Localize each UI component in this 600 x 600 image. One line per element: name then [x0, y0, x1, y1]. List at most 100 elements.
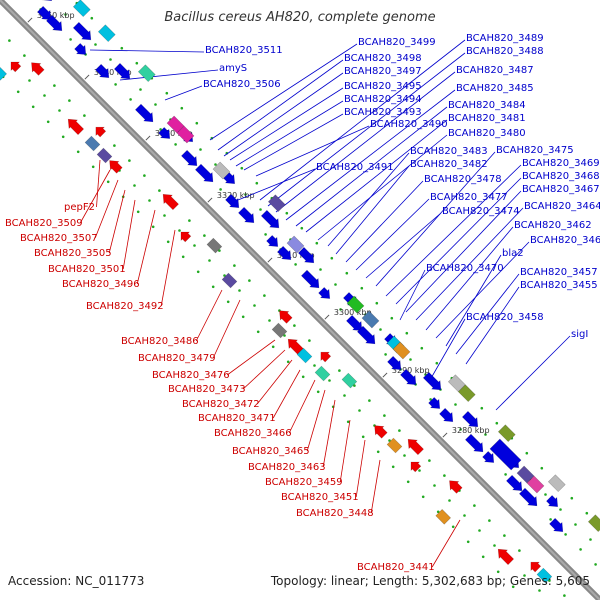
minus-special-feature [435, 509, 451, 525]
track-dot [285, 211, 289, 215]
plus-gene-arrow-shape [37, 5, 52, 20]
plus-gene-arrow [74, 42, 87, 55]
track-dot [459, 428, 462, 431]
plus-gene-label: BCAH820_3477 [430, 192, 508, 203]
track-dot [403, 454, 406, 457]
plus-gene-arrow [549, 517, 564, 532]
minus-gene-arrow [410, 461, 422, 473]
plus-gene-arrow-shape [74, 42, 87, 55]
plus-gene-arrow-shape [387, 355, 402, 370]
genome-summary-text: Topology: linear; Length: 5,302,683 bp; … [270, 574, 590, 588]
plus-gene-label: BCAH820_3506 [203, 79, 281, 90]
plus-gene-arrow [225, 193, 240, 208]
plus-gene-label: bla2 [502, 248, 524, 259]
track-dot [343, 394, 346, 397]
track-dot [240, 166, 244, 170]
scale-label: 3280 kbp [452, 426, 490, 435]
plus-gene-arrow-shape [346, 314, 363, 332]
minus-gene-label: BCAH820_3509 [5, 218, 83, 229]
track-dot [473, 504, 476, 507]
track-dot [129, 98, 132, 101]
plus-gene-arrow-shape [356, 325, 376, 345]
minus-gene-label: BCAH820_3479 [138, 353, 216, 364]
track-dot [158, 189, 161, 192]
accession-text: Accession: NC_011773 [8, 574, 145, 588]
track-dot [238, 289, 241, 292]
minus-leader-line [272, 369, 301, 419]
minus-leader-line [370, 459, 381, 514]
plus-gene-label: BCAH820_3474 [442, 206, 520, 217]
track-dot [165, 91, 169, 95]
plus-gene-arrow-shape [439, 407, 454, 422]
plus-gene-arrow [318, 286, 331, 299]
plus-leader-line [425, 226, 514, 331]
track-dot [379, 328, 382, 331]
plus-gene-arrow-shape [318, 286, 331, 299]
plus-gene-label: BCAH820_3487 [456, 65, 534, 76]
minus-special-feature [221, 272, 238, 289]
minus-special-feature-shape [84, 135, 101, 152]
track-dot [544, 493, 547, 496]
plus-gene-arrow [46, 14, 63, 32]
plus-leader-line [355, 198, 430, 271]
track-dot [376, 450, 380, 454]
track-dot [264, 233, 267, 236]
track-dot [454, 403, 457, 406]
minus-leader-line [226, 339, 276, 376]
minus-gene-arrow [320, 351, 332, 363]
minus-gene-arrow [31, 62, 45, 76]
scale-tick [84, 74, 90, 80]
plus-gene-arrow [400, 368, 417, 386]
plus-gene-arrow [72, 21, 92, 41]
plus-leader-line [495, 335, 571, 411]
plus-leader-line [395, 177, 522, 305]
track-dot [181, 255, 185, 259]
track-dot [174, 143, 177, 146]
minus-gene-arrow [109, 160, 123, 174]
track-dot [31, 105, 35, 109]
plus-gene-arrow-shape [518, 487, 538, 507]
plus-special-feature-shape [166, 115, 185, 134]
track-dot [69, 38, 72, 41]
track-dot [195, 121, 199, 125]
minus-special-feature [271, 322, 288, 339]
track-dot [518, 549, 521, 552]
track-dot [564, 533, 567, 536]
plus-leader-line [295, 106, 448, 227]
track-dot [574, 523, 577, 526]
plus-gene-label: BCAH820_3461 [530, 235, 600, 246]
minus-leader-line [160, 229, 176, 307]
track-dot [328, 379, 331, 382]
plus-leader-line [365, 212, 442, 279]
track-dot [208, 259, 211, 262]
plus-special-feature-shape [547, 474, 566, 493]
plus-special-feature [526, 475, 545, 494]
track-dot [214, 163, 217, 166]
track-dot [203, 234, 206, 237]
minus-gene-label: BCAH820_3496 [62, 279, 140, 290]
plus-leader-line [465, 286, 520, 365]
plus-gene-label: BCAH820_3498 [344, 53, 422, 64]
track-dot [253, 304, 256, 307]
plus-gene-arrow [266, 234, 279, 247]
track-dot [268, 319, 271, 322]
track-dot [463, 514, 466, 517]
plus-special-feature-shape [176, 125, 195, 144]
plus-special-feature [516, 465, 535, 484]
track-dot [114, 83, 117, 86]
minus-special-feature-shape [296, 347, 313, 364]
label-leader-lines [79, 39, 571, 568]
track-dot [493, 544, 496, 547]
minus-special-feature-shape [435, 509, 451, 525]
plus-special-feature [72, 0, 91, 18]
track-dot [163, 214, 166, 217]
plus-leader-line [335, 165, 410, 255]
minus-gene-arrow-shape [449, 480, 463, 494]
plus-gene-label: BCAH820_3485 [456, 83, 534, 94]
minus-gene-label: BCAH820_3507 [20, 233, 98, 244]
plus-gene-arrow-shape [482, 450, 495, 463]
plus-gene-arrow [40, 0, 53, 2]
scale-tick [27, 17, 33, 23]
track-dot [23, 54, 26, 57]
plus-gene-label: BCAH820_3462 [514, 220, 592, 231]
